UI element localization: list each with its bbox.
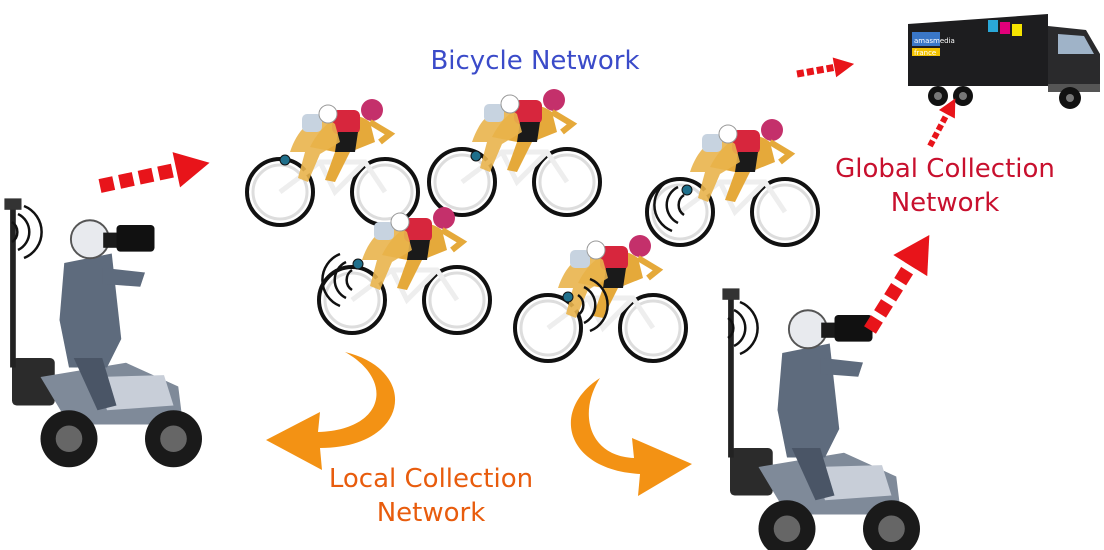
cyclist-icon [247,99,418,225]
truck-icon: amasmedia france [908,14,1100,109]
cyclist-icon [319,207,490,333]
sensor-dot [470,150,482,162]
wireless-signal-icon [10,204,43,260]
curved-arrow-icon [266,352,396,470]
global-collection-line2: Network [890,188,1000,218]
cyclist-icon [647,119,818,245]
bicycle-network-text: Bicycle Network [430,46,640,76]
truck-text-line2: france [914,49,936,57]
global-collection-network-label: Global Collection Network [800,152,1090,220]
dashed-arrow-icon [98,152,210,193]
dashed-arrow-icon [796,57,855,78]
cyclist-icon [429,89,600,215]
dashed-arrow-icon [927,98,956,148]
motorcycle-icon [721,287,921,550]
sensor-dot [352,258,364,270]
truck-text-line1: amasmedia [914,37,955,45]
cyclist-icon [515,235,686,361]
bicycle-network-label: Bicycle Network [390,44,680,78]
dashed-arrow-icon [864,235,930,334]
motorcycle-icon [3,197,203,469]
local-collection-line2: Network [376,498,486,528]
sensor-dot [279,154,291,166]
local-collection-line1: Local Collection [328,464,534,494]
sensor-dot [681,184,693,196]
local-collection-network-label: Local Collection Network [286,462,576,530]
sensor-dot [562,291,574,303]
curved-arrow-icon [570,378,692,496]
global-collection-line1: Global Collection [835,154,1055,184]
